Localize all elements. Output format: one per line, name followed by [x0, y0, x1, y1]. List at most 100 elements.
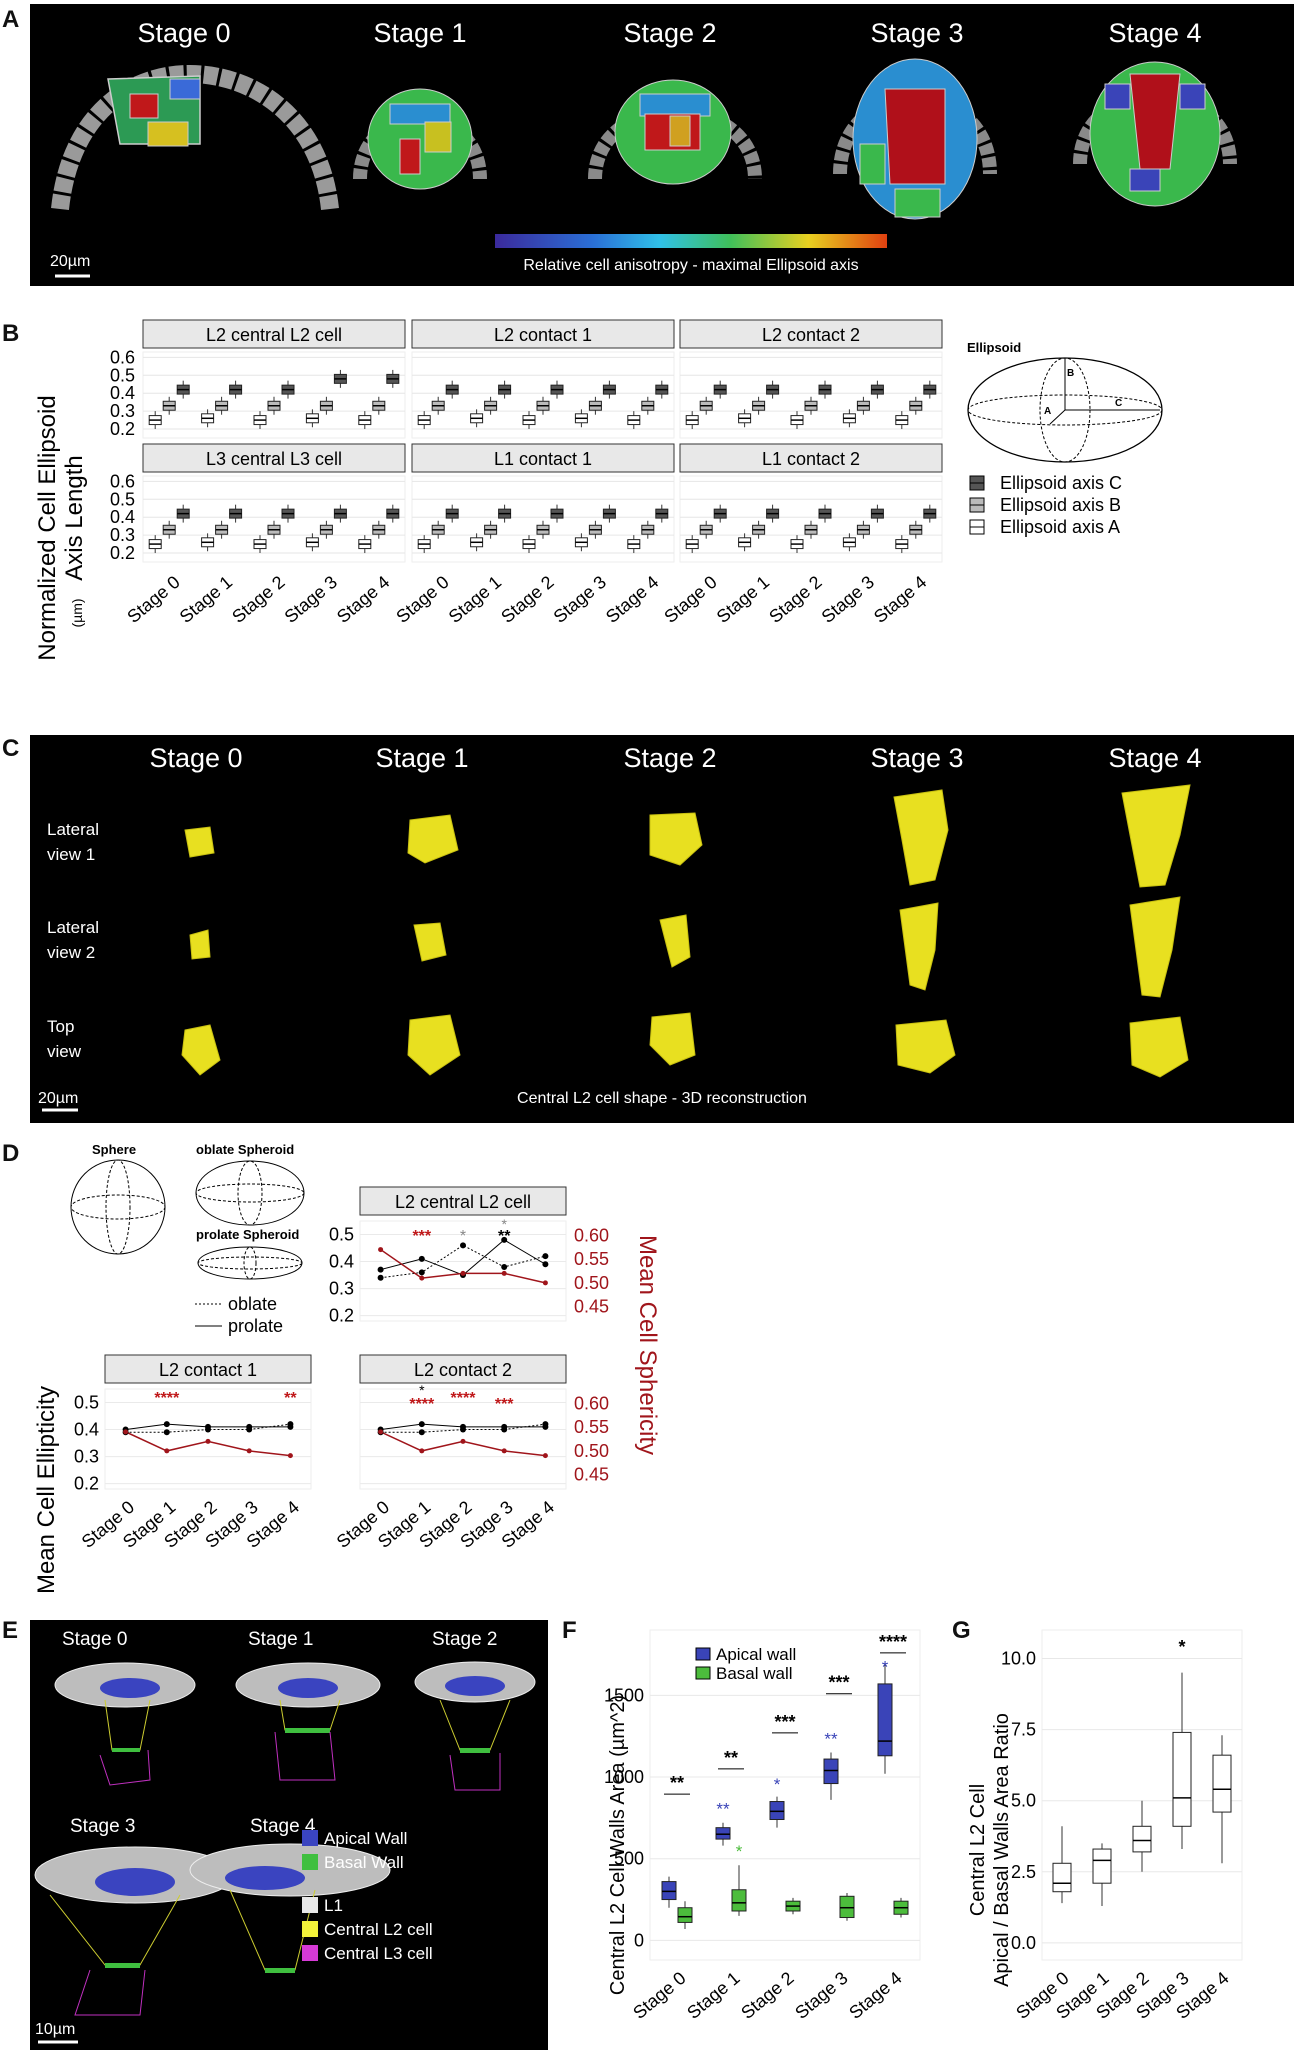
- x-tick-label: Stage 4: [845, 1968, 905, 2023]
- box: [1132, 1825, 1152, 1853]
- significance-mark: **: [824, 1729, 838, 1748]
- y-tick-right: 0.55: [574, 1417, 609, 1437]
- stage-title: Stage 0: [149, 743, 242, 773]
- facet-title: L2 contact 2: [414, 1360, 512, 1380]
- legend-axis-a: Ellipsoid axis A: [1000, 517, 1120, 537]
- prolate-point: [542, 1261, 549, 1268]
- facet-title: L1 contact 2: [762, 449, 860, 469]
- panel-label-d: D: [2, 1140, 20, 1167]
- sphericity-point: [378, 1247, 384, 1253]
- facet-plot-area: [411, 351, 675, 439]
- colorbar-label: Relative cell anisotropy - maximal Ellip…: [523, 257, 858, 274]
- panel-e-image: Stage 0 Stage 1 Stage 2 Stage 3 Stage 4: [30, 1620, 548, 2050]
- y-tick-label: 0.5: [110, 365, 135, 385]
- sphericity-point: [501, 1448, 507, 1454]
- significance-mark: ***: [828, 1673, 849, 1693]
- panel-f-ylabel: Central L2 Cell Walls Area (µm^2): [607, 1695, 629, 1995]
- x-tick-label: Stage 3: [818, 572, 878, 627]
- significance-mark: ****: [409, 1396, 435, 1413]
- stage1-meristem: [353, 88, 487, 190]
- facet-title: L2 central L2 cell: [395, 1192, 531, 1212]
- x-tick-label: Stage 3: [550, 572, 610, 627]
- panel-label-f: F: [562, 1617, 577, 1644]
- x-tick-label: Stage 1: [445, 572, 505, 627]
- panel-b-ylabel-unit: (µm): [69, 598, 85, 627]
- box: [1172, 1731, 1192, 1827]
- cell-reconstructions: [181, 784, 1191, 1078]
- legend-basal-wall: Basal Wall: [324, 1853, 404, 1872]
- significance-mark: ****: [879, 1632, 907, 1652]
- stage0-meristem: [51, 64, 339, 211]
- panel-label-c: C: [2, 735, 20, 762]
- facet-plot-area: [679, 351, 943, 439]
- panel-c-figure: Stage 0 Stage 1 Stage 2 Stage 3 Stage 4 …: [38, 743, 1202, 1112]
- facet-header: [359, 1186, 567, 1216]
- prolate-point: [501, 1236, 508, 1243]
- facet-title: L2 contact 1: [494, 325, 592, 345]
- significance-mark: *: [419, 1382, 425, 1398]
- scale-bar-label: 20µm: [50, 253, 90, 270]
- facet-plot-area: [142, 475, 406, 563]
- y-tick-left: 0.4: [74, 1420, 99, 1440]
- sphericity-point: [542, 1453, 548, 1459]
- y-tick-label: 0.4: [110, 383, 135, 403]
- y-tick-left: 0.5: [329, 1225, 354, 1245]
- y-tick-label: 1000: [604, 1767, 644, 1787]
- oblate-point: [418, 1429, 425, 1436]
- x-tick-label: Stage 0: [660, 572, 720, 627]
- legend-central-l3: Central L3 cell: [324, 1944, 433, 1963]
- oblate-point: [163, 1429, 170, 1436]
- axis-letter-a: A: [1044, 406, 1051, 417]
- legend-basal: Basal wall: [716, 1664, 793, 1683]
- y-tick-label: 0.2: [110, 419, 135, 439]
- stage-title: Stage 2: [432, 1629, 498, 1650]
- x-tick-label: Stage 0: [123, 572, 183, 627]
- panel-f-legend: Apical wall Basal wall: [695, 1645, 796, 1683]
- legend-axis-c: Ellipsoid axis C: [1000, 473, 1122, 493]
- prolate-point: [377, 1266, 384, 1273]
- panel-g-ylabel-2: Apical / Basal Walls Area Ratio: [991, 1713, 1013, 1987]
- y-tick-label: 0.0: [1011, 1933, 1036, 1953]
- axis-letter-b: B: [1067, 368, 1074, 379]
- sphericity-point: [460, 1270, 466, 1276]
- facet-header: [411, 443, 675, 473]
- y-tick-right: 0.55: [574, 1249, 609, 1269]
- facet-title: L2 contact 1: [159, 1360, 257, 1380]
- x-tick-label: Stage 1: [713, 572, 773, 627]
- panel-label-e: E: [2, 1617, 19, 1644]
- stage-title: Stage 2: [623, 743, 716, 773]
- y-tick-label: 0.3: [110, 401, 135, 421]
- significance-mark: *: [736, 1842, 743, 1861]
- significance-mark: **: [284, 1390, 297, 1407]
- sphericity-point: [123, 1429, 129, 1435]
- sphericity-point: [419, 1275, 425, 1281]
- significance-mark: ***: [412, 1228, 431, 1245]
- panel-label-g: G: [952, 1617, 971, 1644]
- prolate-diagram: prolate Spheroid: [196, 1227, 303, 1280]
- y-tick-label: 5.0: [1011, 1791, 1036, 1811]
- prolate-point: [418, 1421, 425, 1428]
- x-tick-label: Stage 4: [333, 572, 393, 627]
- facet-title: L2 contact 2: [762, 325, 860, 345]
- x-tick-label: Stage 2: [737, 1968, 797, 2023]
- y-tick-left: 0.3: [329, 1279, 354, 1299]
- stage-title: Stage 4: [1108, 743, 1201, 773]
- stage-title: Stage 3: [870, 743, 963, 773]
- y-tick-right: 0.50: [574, 1273, 609, 1293]
- oblate-diagram: oblate Spheroid: [195, 1142, 305, 1226]
- y-tick-left: 0.2: [329, 1306, 354, 1326]
- x-tick-label: Stage 1: [176, 572, 236, 627]
- facet-header: [142, 443, 406, 473]
- legend-apical-wall: Apical Wall: [324, 1829, 407, 1848]
- y-tick-right: 0.45: [574, 1297, 609, 1317]
- facet-header: [679, 443, 943, 473]
- x-tick-label: Stage 3: [281, 572, 341, 627]
- y-tick-left: 0.2: [74, 1474, 99, 1494]
- box: [715, 1827, 731, 1840]
- oblate-line: [125, 1423, 291, 1433]
- row-label: view: [47, 1042, 82, 1061]
- significance-mark: **: [716, 1800, 730, 1819]
- box: [769, 1801, 785, 1821]
- x-tick-label: Stage 4: [602, 572, 662, 627]
